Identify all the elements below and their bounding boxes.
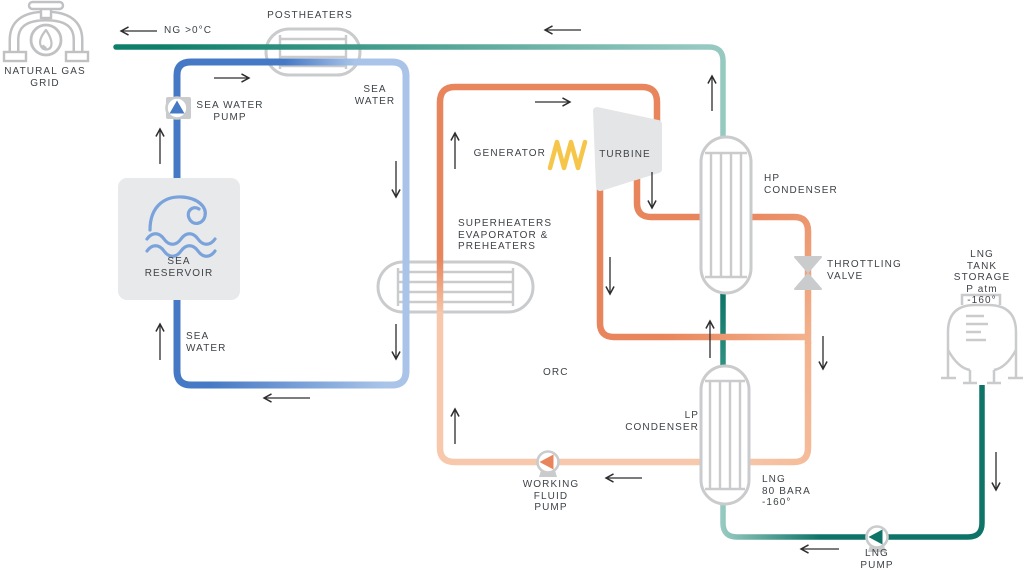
lng-tank-icon [941, 293, 1023, 385]
sea-reservoir-icon [118, 178, 240, 300]
natural-gas-grid-icon [2, 0, 90, 63]
hp-condenser-label: HP CONDENSER [764, 173, 838, 196]
postheaters-exchanger-icon [264, 27, 362, 77]
throttling-valve-icon [794, 256, 822, 290]
lng-pump-label: LNG PUMP [860, 548, 894, 571]
working-fluid-pump-icon [536, 450, 560, 477]
lng-tank-storage-label: LNG TANK STORAGE P atm -160° [953, 249, 1011, 306]
sea-water-bottom-label: SEA WATER [186, 331, 227, 354]
lng-state-label: LNG 80 BARA -160° [762, 474, 811, 508]
hp-condenser-icon [699, 135, 753, 295]
orc-label: ORC [543, 367, 569, 378]
generator-label: GENERATOR [473, 148, 546, 159]
wave-icon [145, 195, 217, 258]
sea-water-loop-pipe [173, 58, 410, 389]
working-fluid-pump-label: WORKING FLUID PUMP [522, 479, 580, 513]
natural-gas-grid-label: NATURAL GAS GRID [4, 66, 86, 89]
turbine-icon [593, 107, 662, 191]
flow-arrows [119, 25, 1001, 554]
flame-icon [38, 28, 53, 51]
throttling-valve-label: THROTTLING VALVE [827, 259, 902, 282]
lp-condenser-icon [699, 364, 751, 506]
sea-water-pump-icon [165, 96, 191, 120]
lp-condenser-label: LP CONDENSER [625, 410, 699, 433]
superheaters-exchanger-icon [376, 260, 535, 314]
sea-water-pump-label: SEA WATER PUMP [196, 100, 264, 123]
sea-reservoir-label: SEA RESERVOIR [144, 256, 214, 279]
generator-coil-icon [547, 139, 588, 171]
ng-temp-label: NG >0°C [164, 25, 213, 36]
turbine-label: TURBINE [599, 149, 651, 160]
superheaters-label: SUPERHEATERS EVAPORATOR & PREHEATERS [458, 218, 553, 252]
sea-water-top-label: SEA WATER [354, 84, 396, 107]
postheaters-label: POSTHEATERS [267, 10, 353, 21]
lng-pump-icon [865, 525, 889, 552]
